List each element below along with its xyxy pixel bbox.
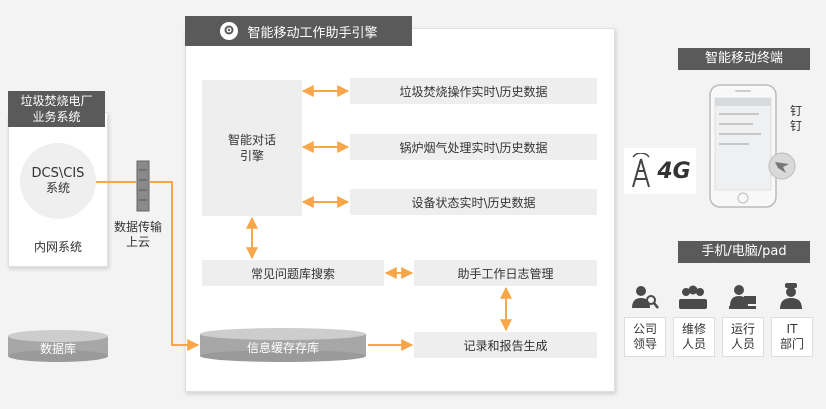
- network-4g-badge: 4G: [624, 148, 696, 194]
- role-it: IT 部门: [771, 317, 813, 357]
- mobile-title-box: 智能移动终端: [678, 48, 810, 70]
- transfer-label: 数据传输 上云: [108, 220, 168, 250]
- data-item-1: 垃圾焚烧操作实时\历史数据: [350, 78, 597, 104]
- dingtalk-line2: 钉: [789, 119, 802, 133]
- transfer-line2: 上云: [125, 235, 150, 249]
- work-log-box: 助手工作日志管理: [414, 260, 597, 286]
- role-maintenance-line2: 人员: [681, 337, 706, 351]
- search-user-icon: [632, 286, 659, 309]
- role-icon-operation: [727, 284, 757, 310]
- role-it-line1: IT: [786, 322, 798, 336]
- engine-title-bar: 智能移动工作助手引擎: [185, 16, 412, 46]
- database-cylinder: 数据库: [8, 330, 108, 362]
- dingtalk-label: 钉 钉: [786, 104, 806, 134]
- database-shape: [8, 330, 108, 362]
- role-it-line2: 部门: [779, 337, 804, 351]
- group-icon: [679, 285, 707, 309]
- role-operation-line1: 运行: [730, 322, 755, 336]
- cache-db-label: 信息缓存存库: [246, 341, 319, 355]
- computer-user-icon: [729, 285, 756, 309]
- faq-search-label: 常见问题库搜索: [250, 266, 335, 281]
- engine-title: 智能移动工作助手引擎: [247, 25, 378, 41]
- data-item-2-label: 锅炉烟气处理实时\历史数据: [399, 140, 548, 155]
- devices-title: 手机/电脑/pad: [701, 244, 787, 259]
- report-gen-label: 记录和报告生成: [463, 338, 548, 353]
- brain-icon: [219, 21, 239, 41]
- faq-search-box: 常见问题库搜索: [202, 260, 384, 286]
- data-item-1-label: 垃圾焚烧操作实时\历史数据: [399, 84, 548, 99]
- role-operation: 运行 人员: [722, 317, 764, 357]
- role-leader-line1: 公司: [632, 322, 657, 336]
- dcs-line2: 系统: [45, 181, 70, 195]
- it-staff-icon: [780, 283, 802, 309]
- devices-title-box: 手机/电脑/pad: [678, 241, 810, 263]
- data-item-3: 设备状态实时\历史数据: [350, 189, 597, 215]
- role-leader: 公司 领导: [624, 317, 666, 357]
- work-log-label: 助手工作日志管理: [457, 266, 554, 281]
- role-maintenance-line1: 维修: [681, 322, 706, 336]
- database-label: 数据库: [39, 342, 76, 356]
- network-4g-label: 4G: [657, 158, 691, 184]
- intranet-label: 内网系统: [33, 240, 82, 254]
- mobile-title: 智能移动终端: [704, 51, 783, 66]
- role-icon-leader: [631, 284, 659, 310]
- cylinder-shape: [200, 328, 366, 362]
- dingtalk-line1: 钉: [789, 104, 802, 118]
- dingtalk-icon: [768, 152, 796, 180]
- dialog-engine-label: 智能对话引擎: [228, 133, 277, 163]
- dcs-circle: DCS\CIS 系统: [20, 143, 96, 219]
- gateway-device-icon: [136, 160, 150, 212]
- report-gen-box: 记录和报告生成: [414, 332, 597, 358]
- plant-title-line1: 垃圾焚烧电厂: [20, 94, 93, 108]
- role-icon-it: [778, 282, 804, 310]
- plant-title-box: 垃圾焚烧电厂 业务系统: [8, 91, 105, 127]
- phone-icon: [709, 84, 777, 208]
- plant-title-line2: 业务系统: [32, 110, 81, 124]
- signal-tower-icon: [632, 153, 651, 188]
- role-operation-line2: 人员: [730, 337, 755, 351]
- role-icon-maintenance: [678, 284, 708, 310]
- data-item-3-label: 设备状态实时\历史数据: [411, 195, 536, 210]
- cache-db-cylinder: 信息缓存存库: [200, 328, 366, 362]
- role-leader-line2: 领导: [632, 337, 657, 351]
- role-maintenance: 维修 人员: [673, 317, 715, 357]
- transfer-line1: 数据传输: [113, 220, 162, 234]
- dcs-line1: DCS\CIS: [31, 166, 85, 181]
- dialog-engine-box: 智能对话引擎: [202, 80, 302, 216]
- data-item-2: 锅炉烟气处理实时\历史数据: [350, 134, 597, 160]
